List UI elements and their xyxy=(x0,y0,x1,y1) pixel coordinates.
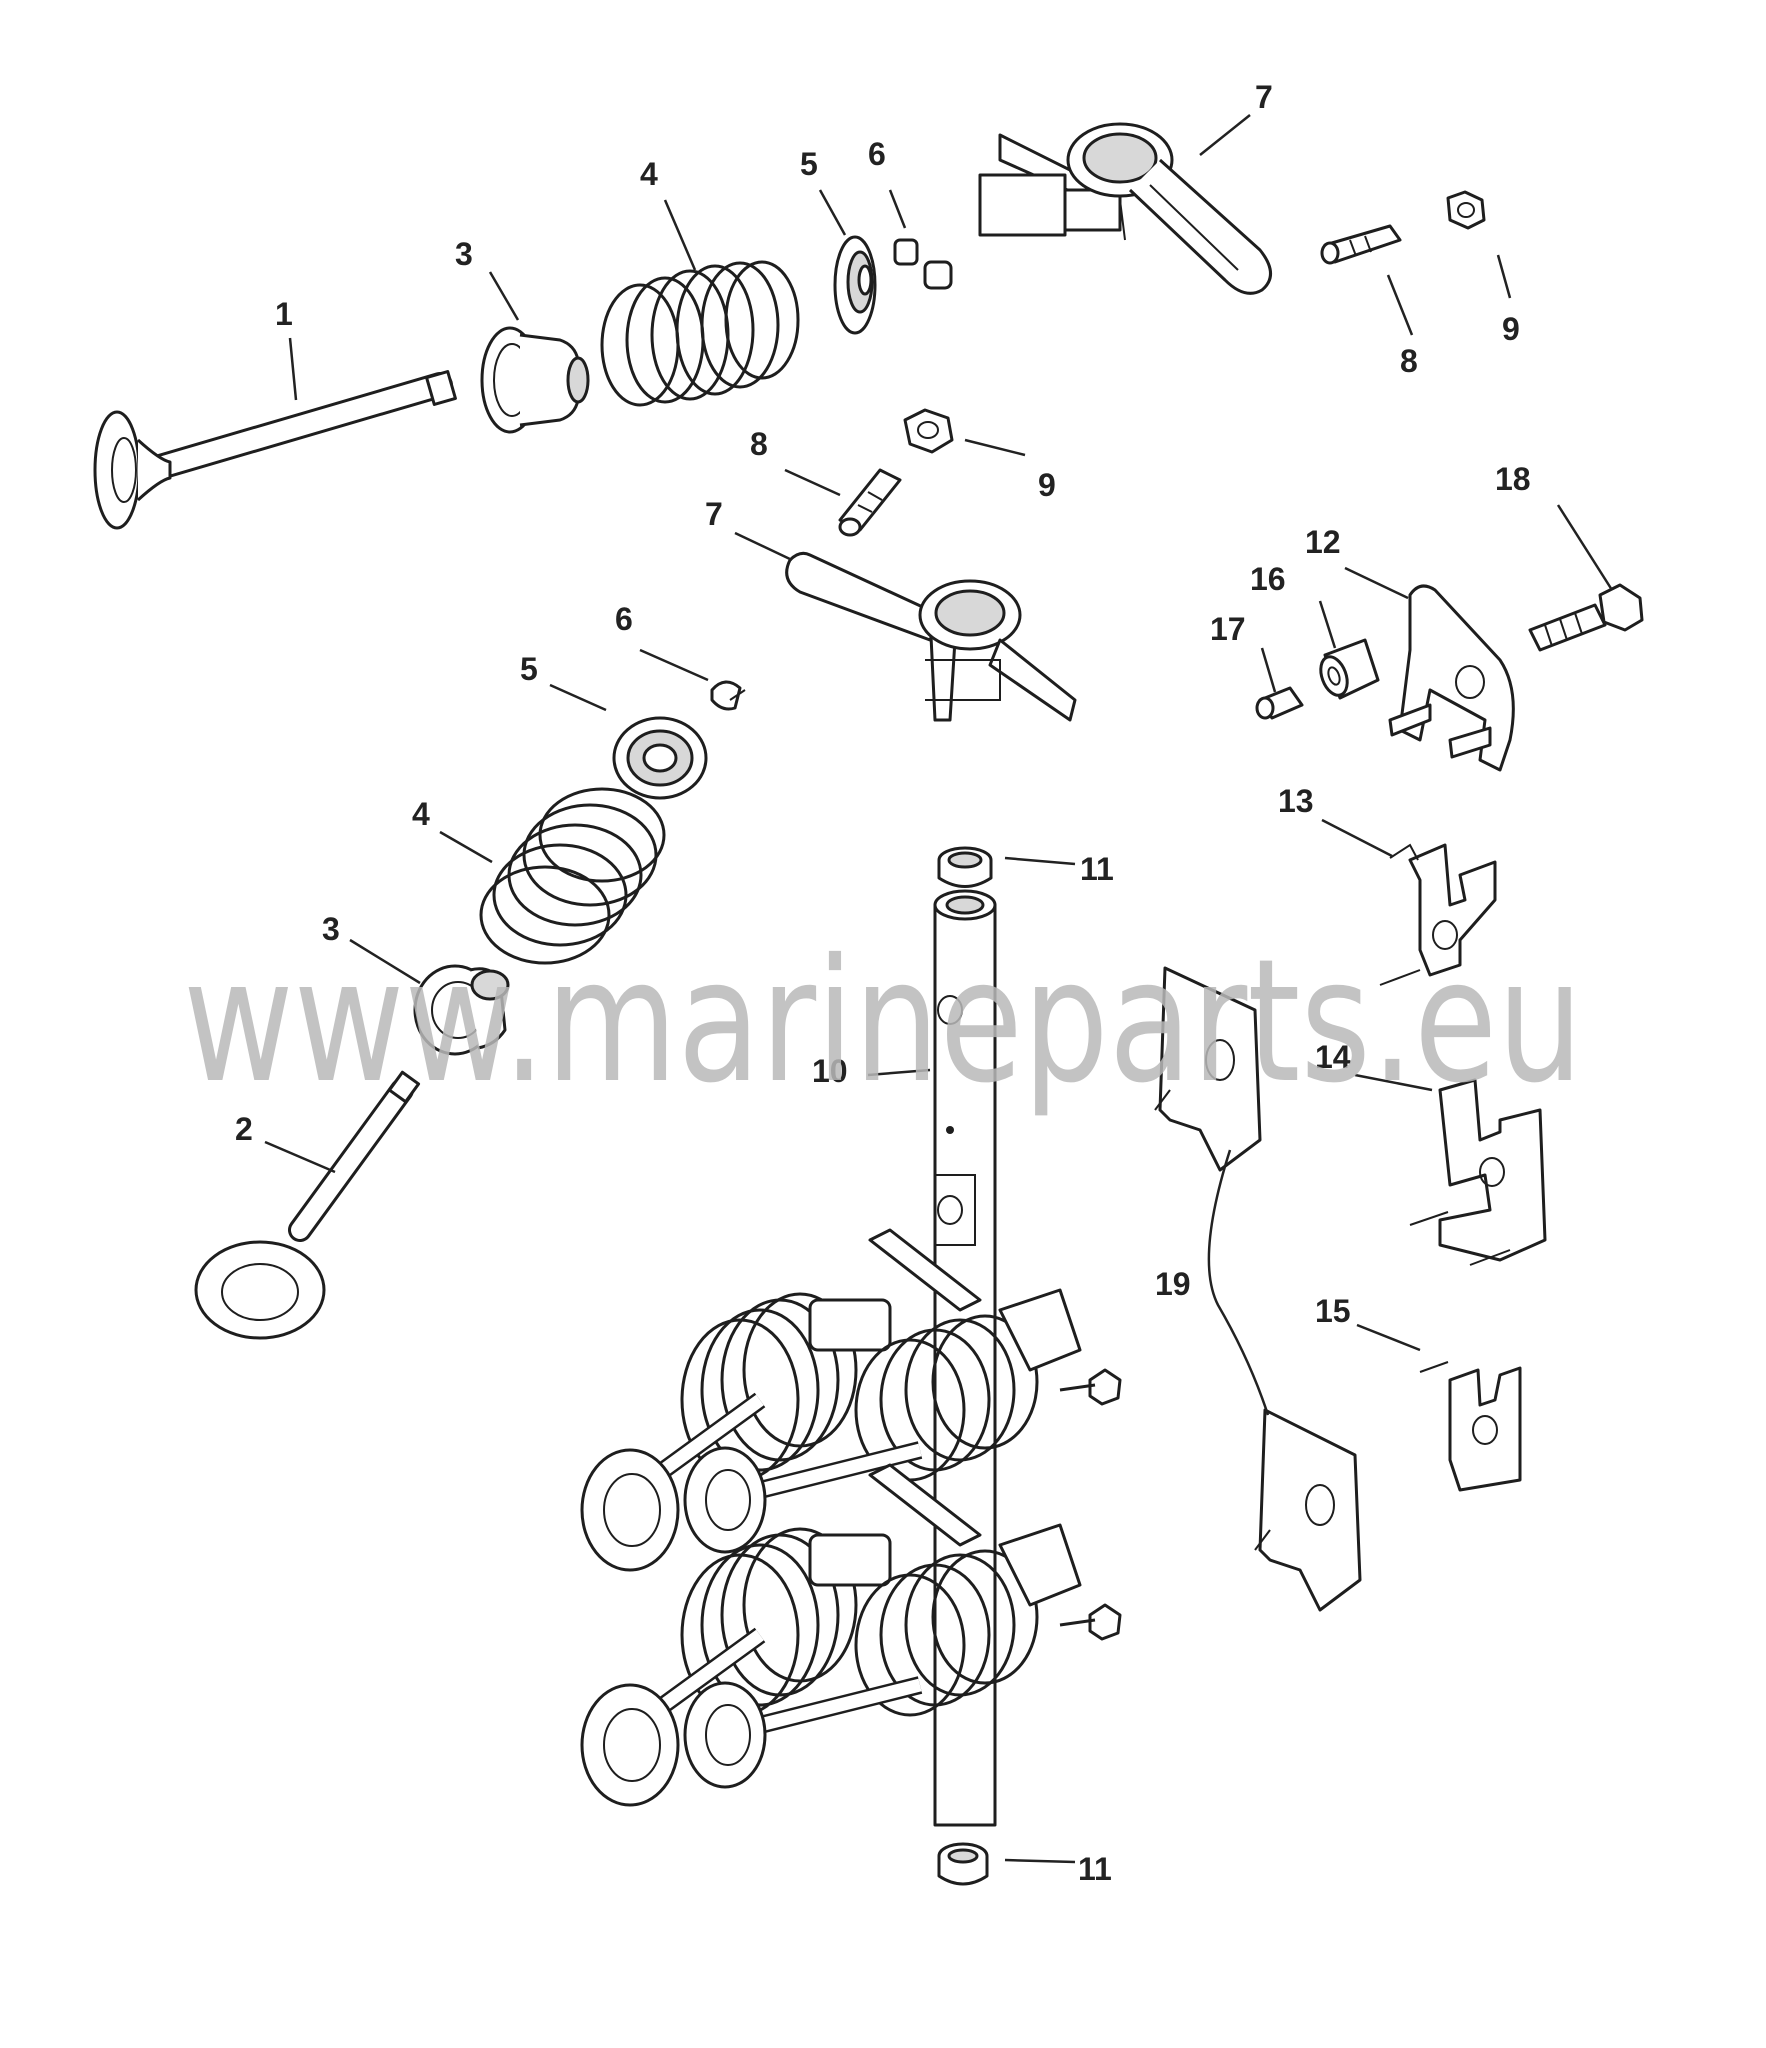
part-17-dowel-pin[interactable] xyxy=(1255,686,1304,720)
part-8-rocker-adjuster-upper[interactable] xyxy=(1320,224,1402,265)
callout-1: 1 xyxy=(275,296,293,332)
part-5-spring-retainer-lower[interactable] xyxy=(612,716,708,800)
callout-14: 14 xyxy=(1315,1039,1351,1075)
part-2-exhaust-valve[interactable] xyxy=(194,1070,421,1340)
watermark-text: www.marineparts.eu xyxy=(183,923,1583,1121)
callout-10: 10 xyxy=(812,1053,848,1089)
part-6-valve-keepers-upper[interactable] xyxy=(893,238,953,290)
callout-8-lower: 8 xyxy=(750,426,768,462)
callout-labels: 1 2 3 3 4 4 5 5 6 6 7 7 8 8 9 9 10 11 11… xyxy=(235,79,1531,1887)
part-15-spring-plate[interactable] xyxy=(1419,1361,1522,1492)
part-1-intake-valve[interactable] xyxy=(93,370,457,530)
callout-6-lower: 6 xyxy=(615,601,633,637)
callout-13: 13 xyxy=(1278,783,1314,819)
part-5-spring-retainer-upper[interactable] xyxy=(833,235,877,335)
callout-19: 19 xyxy=(1155,1266,1191,1302)
assembled-valve-group-upper xyxy=(580,1228,1122,1572)
part-10-rocker-shaft[interactable] xyxy=(933,889,997,1827)
callout-2: 2 xyxy=(235,1111,253,1147)
callout-16: 16 xyxy=(1250,561,1286,597)
part-9-lock-nut-lower[interactable] xyxy=(903,408,954,454)
part-4-valve-spring-upper[interactable] xyxy=(600,260,800,407)
leader-lines xyxy=(264,114,1614,1864)
callout-4-upper: 4 xyxy=(640,156,658,192)
callout-5-lower: 5 xyxy=(520,651,538,687)
part-19-retaining-clip-lower[interactable] xyxy=(1254,1408,1362,1612)
part-7-rocker-arm-upper[interactable] xyxy=(978,122,1272,295)
part-3-valve-stem-seal-upper[interactable] xyxy=(480,326,590,434)
part-8-rocker-adjuster-lower[interactable] xyxy=(838,468,902,537)
callout-9-upper: 9 xyxy=(1502,311,1520,347)
callout-17: 17 xyxy=(1210,611,1246,647)
part-4-valve-spring-lower[interactable] xyxy=(479,787,666,965)
callout-3-lower: 3 xyxy=(322,911,340,947)
part-14-spring-plate[interactable] xyxy=(1409,1078,1547,1266)
callout-11-upper: 11 xyxy=(1080,851,1114,887)
callout-15: 15 xyxy=(1315,1293,1351,1329)
callout-7-lower: 7 xyxy=(705,496,723,532)
part-6-valve-keepers-lower[interactable] xyxy=(710,680,746,711)
part-13-spring-plate[interactable] xyxy=(1379,843,1497,986)
part-3-valve-stem-seal-lower[interactable] xyxy=(413,964,510,1056)
callout-12: 12 xyxy=(1305,524,1341,560)
callout-4-lower: 4 xyxy=(412,796,430,832)
part-18-flange-bolt[interactable] xyxy=(1528,583,1644,652)
callout-18: 18 xyxy=(1495,461,1531,497)
callout-8-upper: 8 xyxy=(1400,343,1418,379)
callout-7-upper: 7 xyxy=(1255,79,1273,115)
part-12-shaft-bracket[interactable] xyxy=(1388,584,1515,772)
callout-5-upper: 5 xyxy=(800,146,818,182)
callout-6-upper: 6 xyxy=(868,136,886,172)
part-16-sleeve[interactable] xyxy=(1316,638,1380,700)
part-11-shaft-bushing-upper[interactable] xyxy=(937,846,993,888)
part-19-retaining-clip-upper[interactable] xyxy=(1154,966,1262,1172)
callout-3-upper: 3 xyxy=(455,236,473,272)
callout-9-lower: 9 xyxy=(1038,467,1056,503)
part-9-lock-nut-upper[interactable] xyxy=(1446,190,1486,230)
assembled-valve-group-lower xyxy=(580,1463,1122,1807)
part-11-shaft-bushing-lower[interactable] xyxy=(937,1842,989,1886)
part-7-rocker-arm-lower[interactable] xyxy=(785,551,1077,722)
callout-11-lower: 11 xyxy=(1078,1851,1112,1887)
